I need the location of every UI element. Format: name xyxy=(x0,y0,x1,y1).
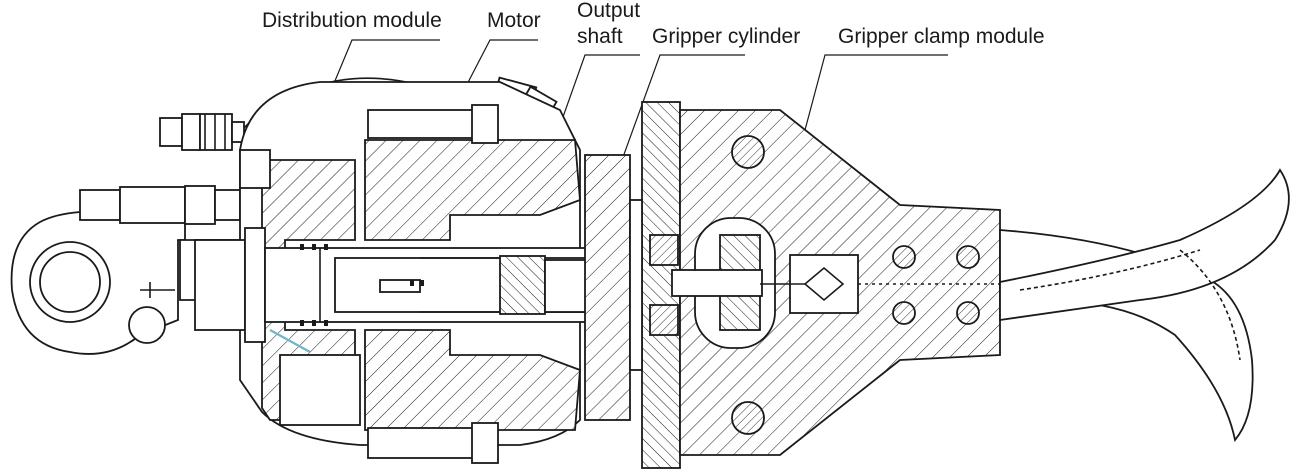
main-housing xyxy=(179,81,581,464)
label-gripper-clamp-module: Gripper clamp module xyxy=(838,25,1045,48)
label-motor: Motor xyxy=(487,9,541,32)
hydraulic-fittings xyxy=(79,113,245,225)
mounting-lug xyxy=(10,211,186,355)
gripper-cylinder xyxy=(584,101,681,469)
gripper-clamp-module xyxy=(671,109,1001,456)
label-output-shaft-line1: Output xyxy=(577,0,640,22)
accent-fluid-line xyxy=(269,329,311,353)
label-distribution-module: Distribution module xyxy=(262,9,442,32)
label-gripper-cylinder: Gripper cylinder xyxy=(652,25,800,48)
label-output-shaft-line2: shaft xyxy=(577,25,623,48)
gripper-jaws xyxy=(999,168,1290,443)
